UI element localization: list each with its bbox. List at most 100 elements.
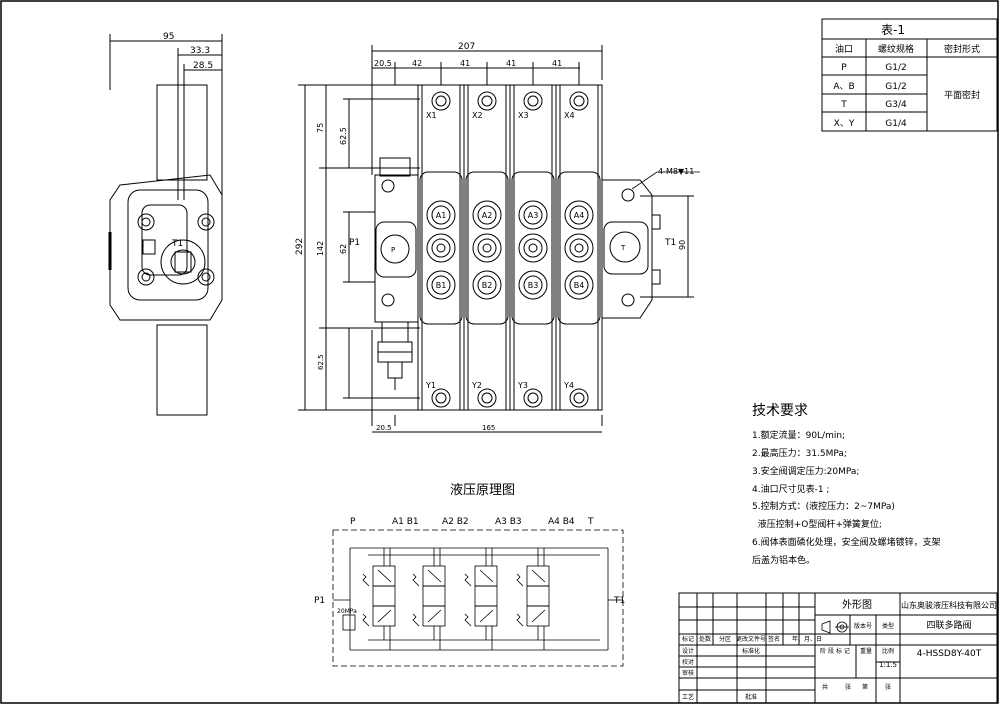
tb-review: 审核 (682, 669, 694, 677)
tech-line-3: 4.油口尺寸见表-1 ; (752, 483, 829, 495)
work-port-inner (477, 205, 497, 225)
tb-sheet-1: 张 (845, 683, 851, 691)
port-table-r3c1: G1/4 (885, 119, 907, 129)
tb-type: 类型 (882, 622, 894, 630)
work-port-outer (426, 270, 456, 300)
port-table-r2c1: G3/4 (885, 100, 907, 110)
dim-side-28: 28.5 (193, 61, 213, 71)
dim-height-625a: 62.5 (339, 127, 348, 145)
schematic (332, 529, 624, 667)
y-port-label: Y4 (563, 381, 574, 390)
tb-sign: 签名 (768, 635, 780, 643)
tech-line-2: 3.安全阀调定压力:20MPa; (752, 465, 859, 477)
work-port-outer (564, 233, 594, 263)
tb-drawing-name: 外形图 (842, 599, 872, 611)
x-port-inner (481, 95, 493, 107)
work-port-inner (569, 238, 589, 258)
dim-front-41b: 41 (506, 59, 516, 68)
port-table-r2c0: T (840, 100, 847, 110)
y-port-inner (481, 392, 493, 404)
schem-label-t1: T1 (613, 596, 625, 606)
work-port-outer (426, 233, 456, 263)
dim-height-62: 62 (339, 244, 348, 254)
x-port-circle (477, 91, 497, 111)
tb-stage-mark: 阶 段 标 记 (820, 647, 850, 655)
work-port-outer (564, 200, 594, 230)
tb-scale: 1:1.5 (879, 661, 897, 669)
inlet-port-letter: P (391, 246, 395, 254)
y-port-label: Y1 (425, 381, 436, 390)
dim-right-90: 90 (678, 240, 687, 250)
side-port-t1: T1 (171, 239, 183, 249)
y-port-inner (435, 392, 447, 404)
work-port-outer (426, 200, 456, 230)
dim-height-625b: 62.5 (317, 354, 325, 370)
x-port-label: X1 (426, 111, 437, 120)
tech-line-6: 6.阀体表面磷化处理，安全阀及螺堵镀锌，支架 (752, 536, 941, 548)
thread-note: 4-M8▼11 (658, 167, 694, 176)
tb-date: 年、月、日 (792, 635, 822, 643)
work-port-outer (518, 233, 548, 263)
work-port-inner (523, 238, 543, 258)
tb-company: 山东奥骏液压科技有限公司 (901, 600, 997, 610)
tb-check: 校对 (682, 658, 694, 666)
tb-ver-no: 版本号 (854, 622, 872, 630)
schematic-sections (362, 548, 550, 650)
x-port-label: X3 (518, 111, 529, 120)
schem-label-ab3: A3 B3 (495, 517, 522, 527)
work-port-outer (518, 200, 548, 230)
work-port-outer (518, 270, 548, 300)
port-table-r3c0: X、Y (834, 119, 855, 129)
work-port-inner (431, 238, 451, 258)
port-table-header-1: 螺纹规格 (878, 43, 914, 55)
dim-front-205: 20.5 (374, 59, 392, 68)
port-table-r1c1: G1/2 (885, 82, 906, 92)
schematic-title: 液压原理图 (450, 483, 515, 498)
schem-label-ab1: A1 B1 (392, 517, 419, 527)
spool-center (528, 243, 538, 253)
dim-bottom-205: 20.5 (376, 424, 392, 432)
dim-front-41a: 41 (460, 59, 470, 68)
tb-product: 四联多路阀 (926, 619, 971, 631)
tb-mark: 标记 (682, 635, 694, 643)
work-port-inner (477, 238, 497, 258)
title-block (678, 592, 998, 704)
y-port-label: Y3 (517, 381, 528, 390)
schematic-valve-section (362, 548, 396, 650)
tech-line-7: 后盖为铝本色。 (752, 554, 815, 566)
spool-center (482, 243, 492, 253)
port-table-header-0: 油口 (835, 43, 853, 55)
schem-label-t: T (587, 517, 594, 527)
work-port-label: A4 (574, 211, 585, 220)
work-port-label: B2 (482, 281, 493, 290)
work-port-label: B1 (436, 281, 447, 290)
tech-line-4: 5.控制方式：(液控压力：2~7MPa) (752, 500, 895, 512)
schem-label-ab2: A2 B2 (442, 517, 469, 527)
tb-change-doc: 更改文件号 (736, 635, 766, 643)
x-port-label: X2 (472, 111, 483, 120)
projection-symbol-icon (821, 620, 849, 634)
y-port-circle (569, 388, 589, 408)
dim-side-33: 33.3 (190, 46, 210, 56)
x-port-inner (435, 95, 447, 107)
dim-bottom-165: 165 (482, 424, 495, 432)
tb-page: 第 (862, 683, 868, 691)
tb-process: 工艺 (682, 693, 694, 701)
tb-scale-label: 比例 (882, 647, 894, 655)
dim-height-292: 292 (295, 238, 305, 255)
spool-center (436, 243, 446, 253)
schem-label-p: P (350, 517, 356, 527)
work-port-inner (569, 275, 589, 295)
dim-front-width: 207 (458, 42, 475, 52)
schematic-valve-section (464, 548, 498, 650)
port-t1-front: T1 (664, 238, 676, 248)
work-port-inner (523, 275, 543, 295)
work-port-label: A2 (482, 211, 493, 220)
work-port-outer (472, 270, 502, 300)
front-view (298, 45, 694, 433)
tb-standard: 标准化 (742, 647, 760, 655)
port-table (821, 18, 998, 132)
work-port-outer (472, 233, 502, 263)
y-port-inner (527, 392, 539, 404)
